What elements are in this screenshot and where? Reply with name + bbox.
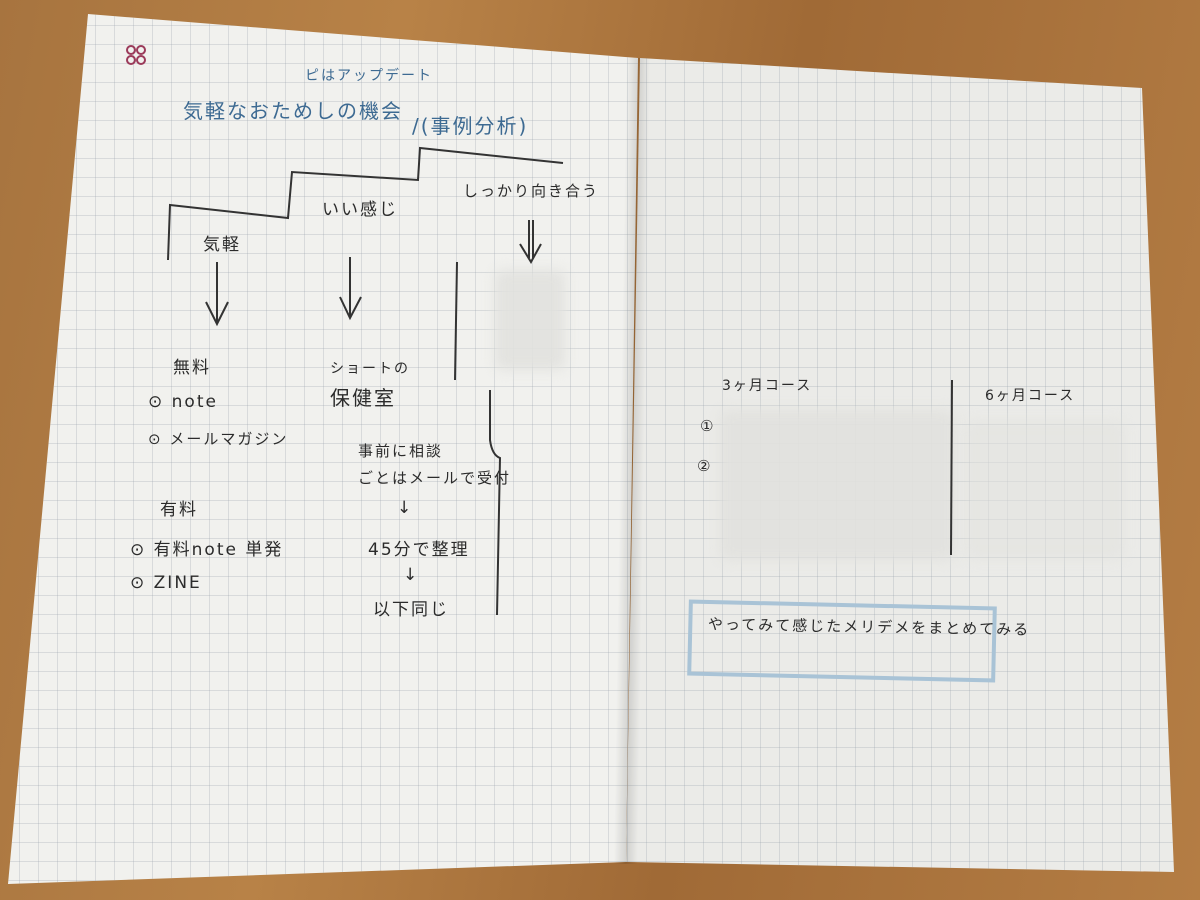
step-label: いい感じ (322, 200, 398, 220)
item-label: note (171, 392, 218, 412)
middle-heading: 保健室 (330, 386, 396, 410)
page-title: 気軽なおためしの機会 (183, 99, 403, 123)
flow-step: 事前に相談 (358, 442, 444, 460)
middle-heading: ショートの (330, 361, 410, 377)
list-item: ⊙ メールマガジン (148, 430, 289, 448)
flow-arrow: ↓ (403, 565, 420, 585)
list-item: ⊙ ZINE (130, 573, 202, 593)
free-heading: 無料 (173, 358, 211, 378)
list-item: ⊙ 有料note 単発 (130, 540, 284, 560)
paid-heading: 有料 (160, 500, 198, 520)
page-title-sub: /(事例分析) (412, 114, 529, 138)
note-box (687, 599, 997, 683)
item-label: 有料note 単発 (153, 540, 284, 560)
item-label: ZINE (153, 573, 202, 593)
arrow-down (205, 220, 542, 327)
course-3-heading: 3ヶ月コース (722, 378, 813, 394)
flow-step: ごとはメールで受付 (358, 469, 512, 487)
list-item: ⊙ note (148, 392, 218, 412)
flow-step: 以下同じ (373, 600, 449, 620)
step-label: しっかり向き合う (463, 182, 600, 200)
staircase-line (167, 146, 564, 261)
step-label: 気軽 (203, 235, 241, 255)
flower-icon (126, 45, 146, 65)
flow-arrow: ↓ (397, 498, 414, 518)
course-marker: ① (700, 417, 716, 435)
item-label: メールマガジン (169, 430, 289, 448)
bracket-line (454, 261, 953, 616)
redacted-area (965, 420, 1125, 560)
header-note: ピはアップデート (305, 68, 433, 84)
redacted-area (720, 410, 955, 560)
redacted-area (495, 270, 565, 370)
flow-step: 45分で整理 (368, 540, 470, 560)
course-6-heading: 6ヶ月コース (985, 388, 1076, 404)
course-marker: ② (697, 457, 713, 475)
